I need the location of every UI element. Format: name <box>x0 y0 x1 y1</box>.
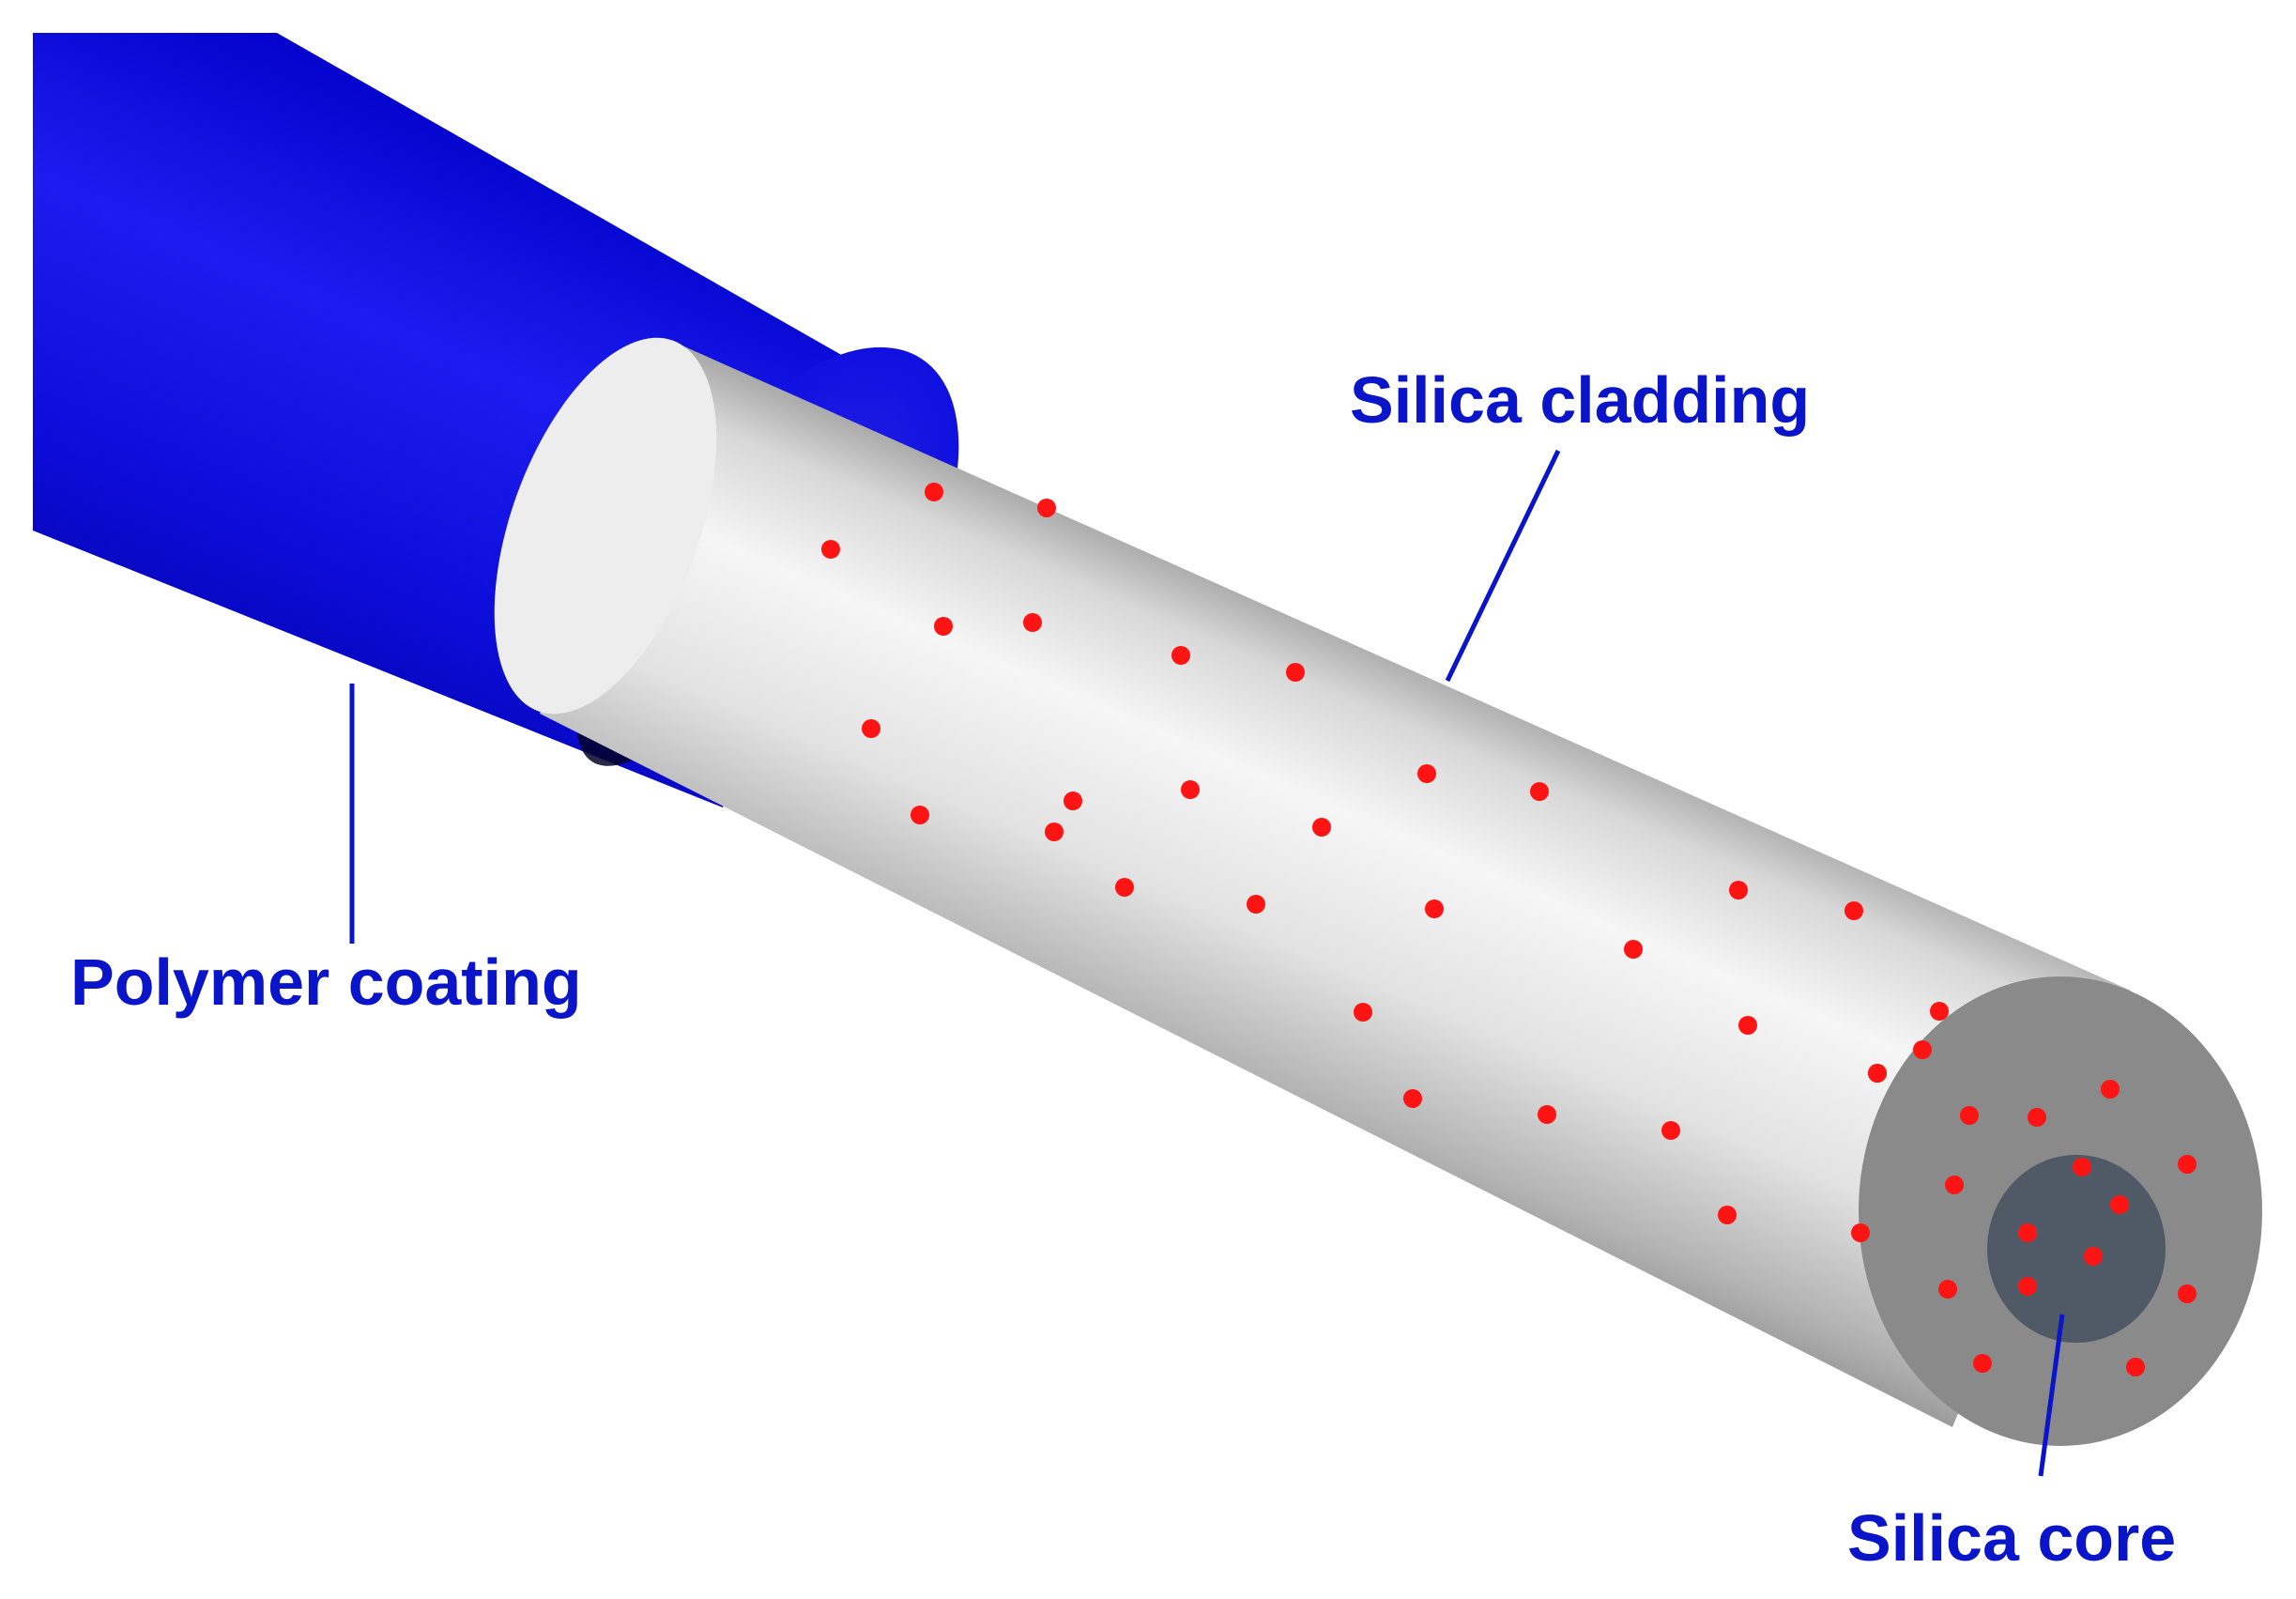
cladding-back-end <box>494 337 717 715</box>
red-dot <box>2018 1277 2037 1296</box>
red-dot <box>1403 1089 1422 1108</box>
red-dot <box>1960 1106 1979 1125</box>
red-dot <box>2126 1358 2145 1376</box>
red-dot <box>1844 901 1863 920</box>
core-leader-line <box>2038 1314 2065 1477</box>
red-dot-group <box>821 483 2197 1376</box>
red-dot <box>1064 792 1082 810</box>
red-dot <box>934 617 953 636</box>
red-dot <box>1738 1016 1757 1035</box>
red-dot <box>1312 818 1331 837</box>
red-dot <box>862 719 880 738</box>
red-dot <box>1181 780 1200 799</box>
silica-cladding-label: Silica cladding <box>1350 363 1810 437</box>
red-dot <box>2178 1155 2197 1174</box>
red-dot <box>1037 499 1056 517</box>
red-dot <box>1417 764 1436 783</box>
red-dot <box>1247 895 1265 914</box>
red-dot <box>2110 1195 2129 1214</box>
red-dot <box>1171 646 1190 665</box>
red-dot <box>911 806 929 824</box>
red-dot <box>1661 1121 1680 1140</box>
red-dot <box>1913 1040 1932 1059</box>
red-dot <box>1425 899 1444 918</box>
red-dot <box>1729 881 1748 899</box>
red-dot <box>1868 1064 1887 1083</box>
red-dot <box>2084 1247 2103 1266</box>
red-dot <box>821 540 840 559</box>
red-dot <box>1945 1176 1964 1194</box>
red-dot <box>1023 613 1042 632</box>
red-dot <box>2028 1108 2046 1127</box>
red-dot <box>2101 1080 2120 1099</box>
red-dot <box>1930 1002 1949 1021</box>
red-dot <box>1624 940 1643 959</box>
red-dot <box>1973 1354 1992 1373</box>
red-dot <box>1354 1003 1372 1022</box>
core-end-face <box>1987 1155 2166 1343</box>
red-dot <box>1530 782 1549 801</box>
red-dot <box>925 483 943 501</box>
silica-core-label: Silica core <box>1847 1501 2176 1575</box>
polymer-coating-label: Polymer coating <box>70 946 582 1019</box>
red-dot <box>1938 1280 1957 1299</box>
red-dot <box>2073 1158 2091 1176</box>
red-dot <box>2018 1223 2037 1242</box>
red-dot <box>1115 878 1134 897</box>
red-dot <box>1538 1105 1556 1124</box>
red-dot <box>1851 1223 1870 1242</box>
red-dot <box>1286 663 1305 682</box>
cladding-body <box>540 343 2131 1427</box>
red-dot <box>1718 1206 1737 1224</box>
red-dot <box>2178 1284 2197 1303</box>
silica-cladding <box>494 337 2262 1446</box>
leader-lines <box>349 449 2065 1477</box>
red-dot <box>1045 823 1064 841</box>
cladding-leader-line <box>1445 449 1561 683</box>
